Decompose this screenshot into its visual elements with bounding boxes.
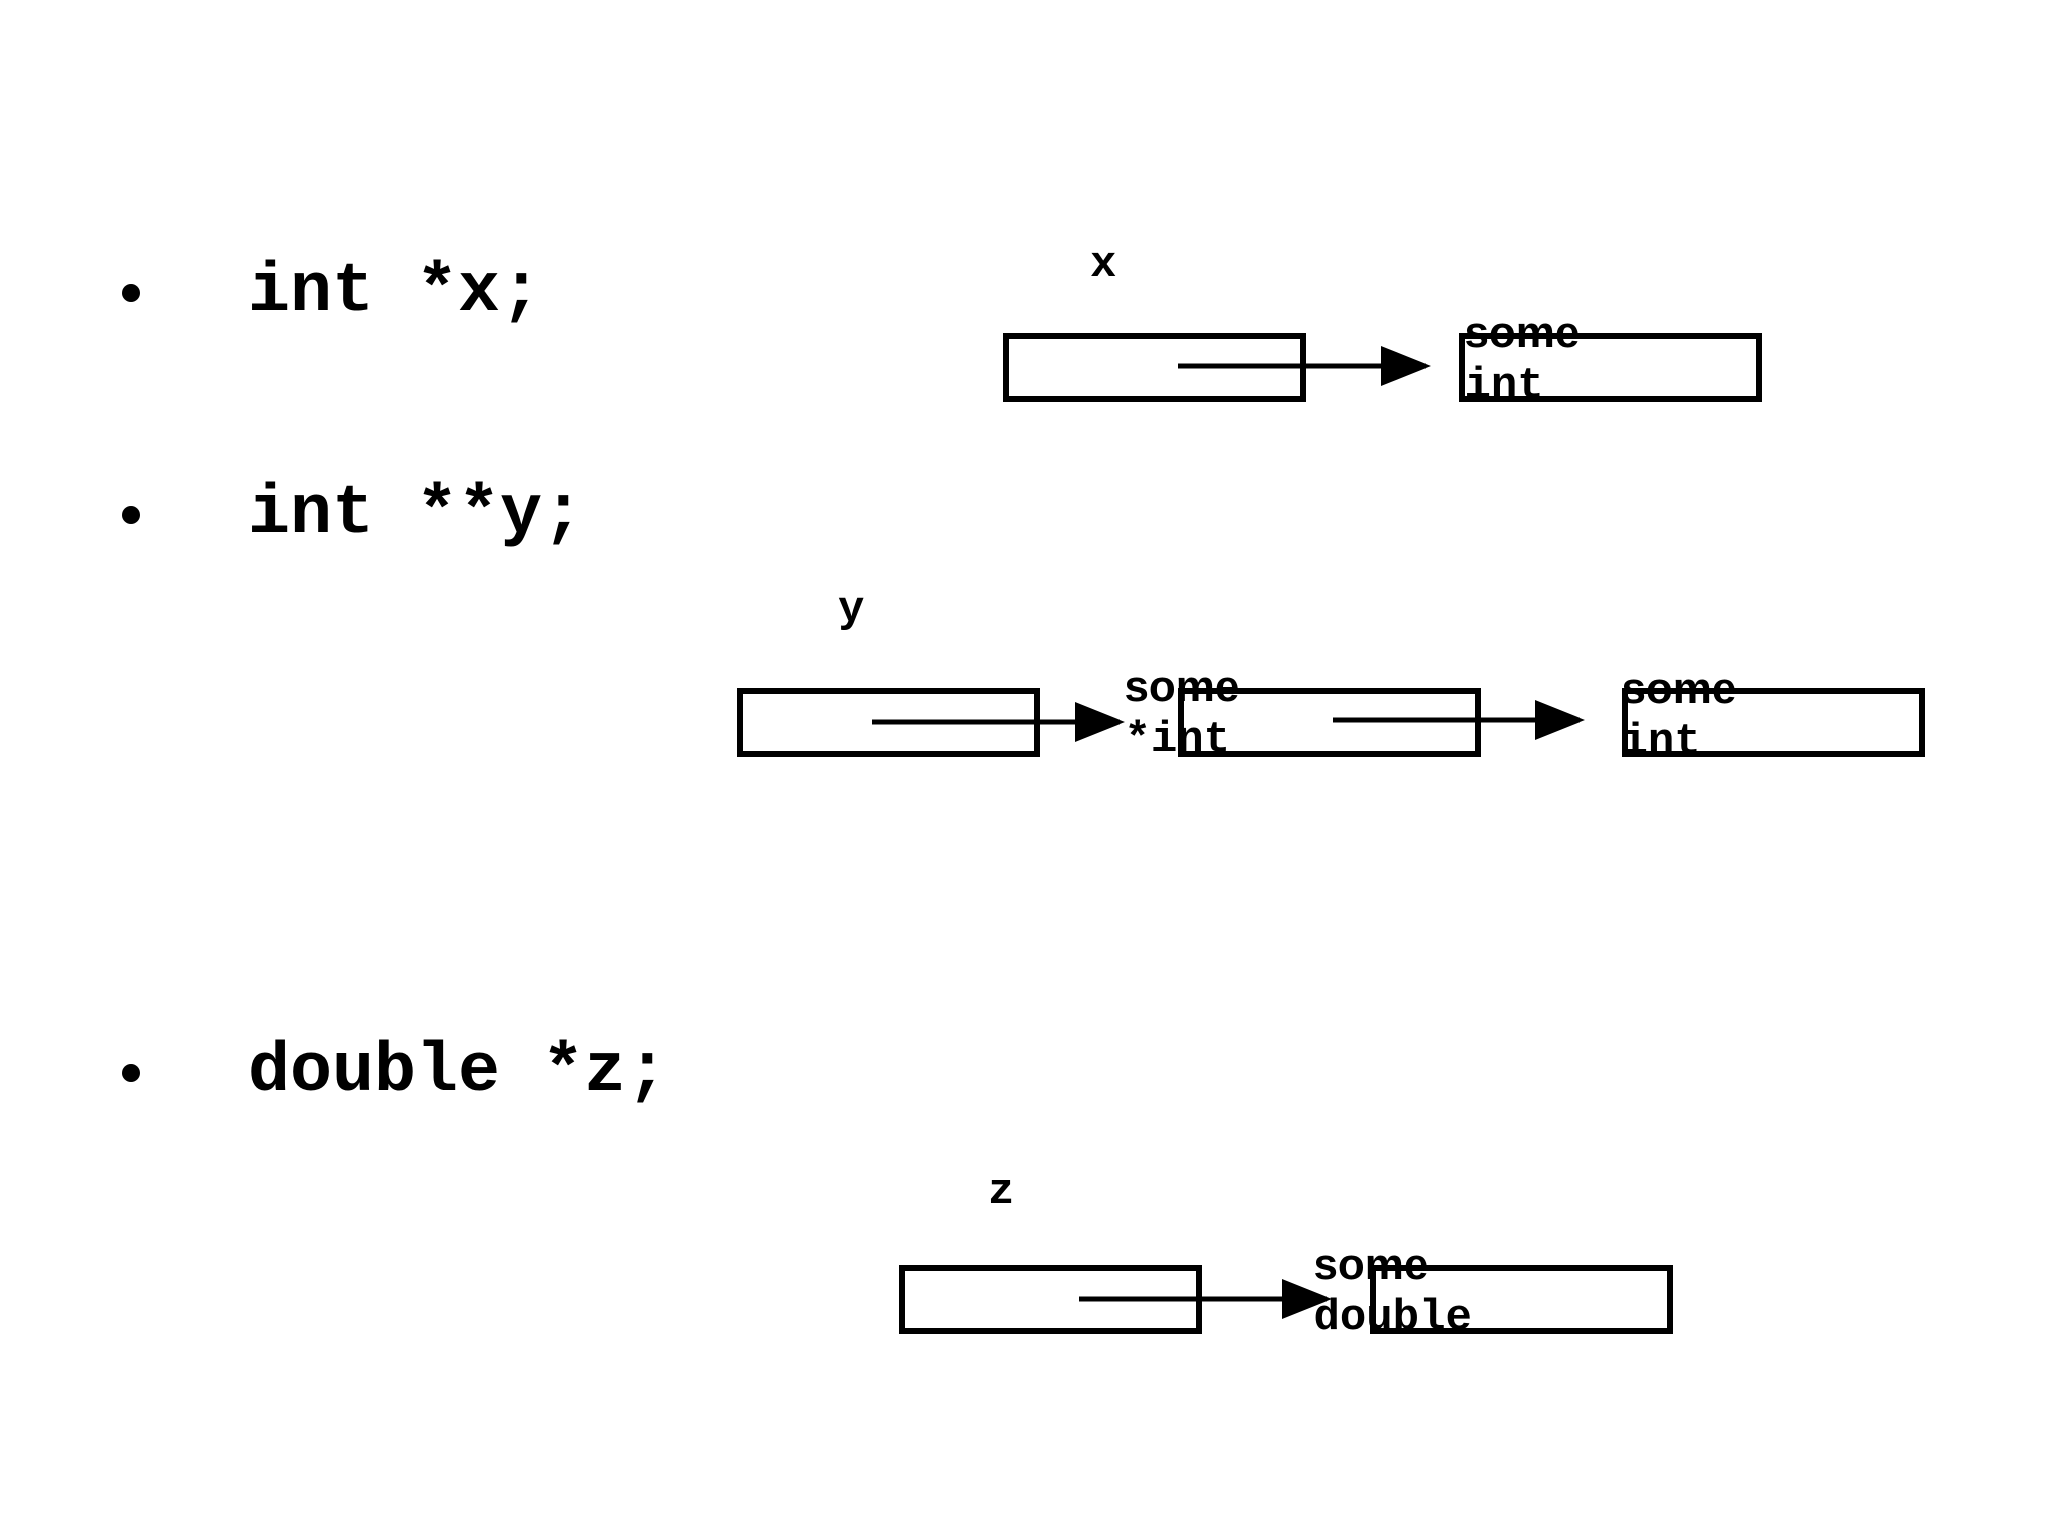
pointer-label-x: x	[1090, 240, 1117, 290]
target-label-type: double	[1313, 1293, 1472, 1343]
pointer-label-y: y	[838, 585, 865, 635]
declaration-text: int *x;	[248, 253, 543, 332]
value-box-double	[1370, 1265, 1673, 1334]
target-label-type: int	[1621, 717, 1701, 767]
declaration-text: int **y;	[248, 475, 585, 554]
bullet-icon	[122, 506, 140, 524]
value-box-int	[1622, 688, 1925, 757]
bullet-icon	[122, 284, 140, 302]
declaration-int-y: int **y;	[0, 470, 800, 560]
declaration-double-z: double *z;	[0, 1028, 800, 1118]
target-label-word: some	[1464, 308, 1580, 357]
target-label-some-int: some int	[1440, 258, 1579, 411]
bullet-icon	[122, 1064, 140, 1082]
value-box-int	[1459, 333, 1762, 402]
declaration-text: double *z;	[248, 1033, 669, 1112]
pointer-label-z: z	[988, 1167, 1015, 1217]
target-label-some-double: some double	[1289, 1190, 1472, 1343]
target-label-type: int	[1464, 361, 1544, 411]
declaration-int-x: int *x;	[0, 248, 800, 338]
